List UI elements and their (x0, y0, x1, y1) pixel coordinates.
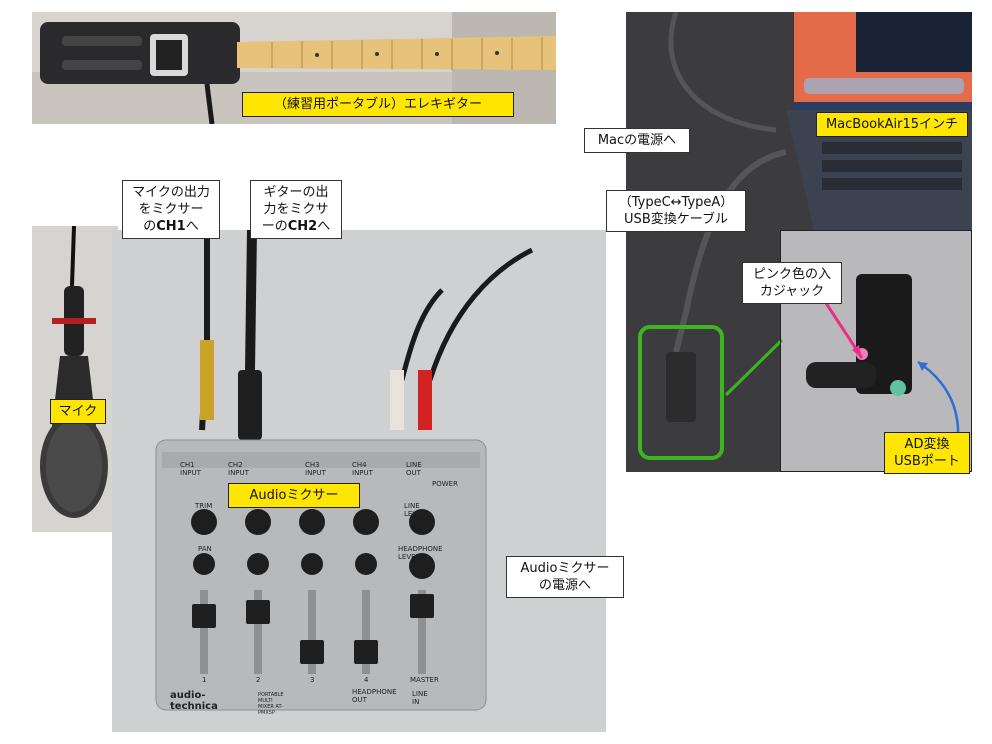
pink-jack-label: ピンク色の入 カジャック (742, 262, 842, 304)
guitar-output-suffix: へ (317, 219, 331, 234)
line-level-label: LINE LEVEL (404, 502, 426, 518)
mic-output-line-2: をミクサー (138, 202, 204, 217)
usb-cable-line-1: （TypeC↔TypeA） (618, 195, 734, 210)
mac-power-text: Macの電源へ (597, 133, 677, 148)
mixer-power-label: Audioミクサー の電源へ (506, 556, 624, 598)
macbook-label: MacBookAir15インチ (816, 112, 968, 137)
channel-3-number: 3 (310, 676, 315, 684)
mic-output-line-3: のCH1へ (129, 218, 213, 235)
ch2-input-label: CH2 INPUT (228, 461, 249, 477)
pink-jack-line-1: ピンク色の入 (752, 267, 831, 282)
mic-output-line-1: マイクの出力 (132, 185, 210, 200)
guitar-output-line-1: ギターの出 (263, 185, 329, 200)
mixer-power-line-2: の電源へ (538, 578, 591, 593)
model-label: PORTABLE MULTI MIXER AT-PMX5P (258, 692, 284, 716)
headphone-level-label: HEADPHONE LEVEL (398, 545, 443, 561)
macbook-label-text: MacBookAir15インチ (825, 117, 959, 132)
power-label: POWER (432, 480, 458, 488)
usb-adapter-highlight (638, 325, 724, 460)
usb-cable-line-2: USB変換ケーブル (624, 212, 728, 227)
line-in-label: LINE IN (412, 690, 428, 706)
mixer-power-line-1: Audioミクサー (520, 561, 610, 576)
guitar-output-label: ギターの出 力をミクサ ーのCH2へ (250, 180, 342, 239)
channel-1-number: 1 (202, 676, 207, 684)
ch4-input-label: CH4 INPUT (352, 461, 373, 477)
channel-2-number: 2 (256, 676, 261, 684)
guitar-label-text: （練習用ポータブル）エレキギター (273, 97, 482, 112)
usb-closeup-frame (780, 230, 972, 472)
mic-output-suffix: へ (185, 219, 199, 234)
pink-jack-line-2: カジャック (759, 284, 825, 299)
mic-label-text: マイク (58, 404, 98, 419)
trim-label: TRIM (195, 502, 213, 510)
guitar-output-channel: CH2 (287, 219, 318, 234)
macbook-photo (626, 12, 972, 472)
usb-cable-label: （TypeC↔TypeA） USB変換ケーブル (606, 190, 746, 232)
channel-4-number: 4 (364, 676, 369, 684)
guitar-label: （練習用ポータブル）エレキギター (242, 92, 514, 117)
line-out-label: LINE OUT (406, 461, 422, 477)
mic-output-label: マイクの出力 をミクサー のCH1へ (122, 180, 220, 239)
mixer-label: Audioミクサー (228, 483, 360, 508)
ad-usb-port-label: AD変換 USBポート (884, 432, 970, 474)
guitar-output-line-2: 力をミクサ (263, 202, 329, 217)
guitar-output-line-3: ーのCH2へ (257, 218, 335, 235)
guitar-output-prefix: ーの (261, 219, 288, 234)
mac-power-label: Macの電源へ (584, 128, 690, 153)
ad-usb-port-line-1: AD変換 (904, 437, 950, 452)
headphone-out-label: HEADPHONE OUT (352, 688, 397, 704)
brand-logo: audio-technica (170, 690, 218, 712)
mic-label: マイク (50, 399, 106, 424)
ch3-input-label: CH3 INPUT (305, 461, 326, 477)
mixer-label-text: Audioミクサー (249, 488, 339, 503)
master-label: MASTER (410, 676, 439, 684)
ch1-input-label: CH1 INPUT (180, 461, 201, 477)
ad-usb-port-line-2: USBポート (894, 454, 960, 469)
mic-output-prefix: の (143, 219, 157, 234)
pan-label: PAN (198, 545, 212, 553)
mic-output-channel: CH1 (156, 219, 186, 234)
